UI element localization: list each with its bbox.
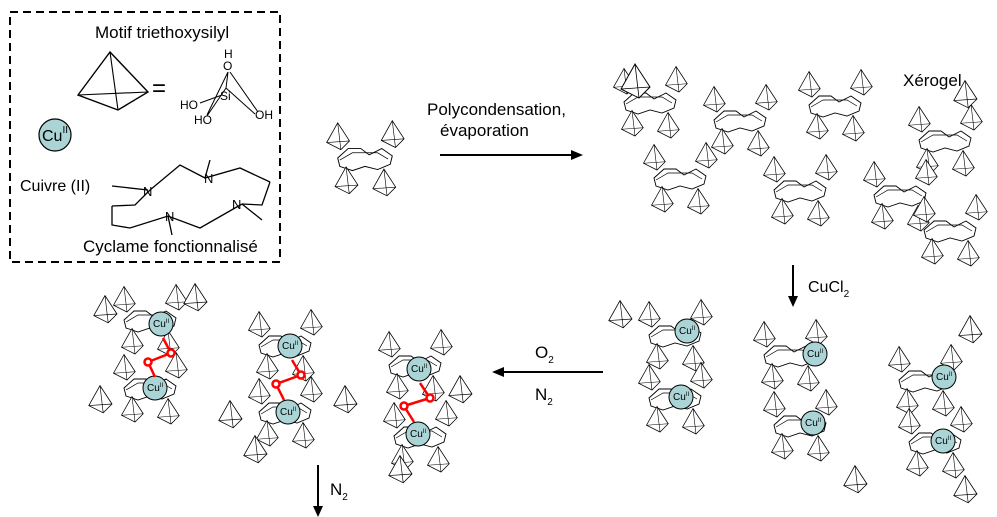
copper-center-label: CuII	[282, 341, 298, 352]
copper-center-icon	[802, 341, 828, 367]
copper-center-label: CuII	[673, 392, 689, 403]
copper-center-label: CuII	[280, 407, 296, 418]
cyclam-structure	[111, 159, 271, 236]
xerogel-network	[614, 63, 988, 266]
copper-center-label: CuII	[410, 429, 426, 440]
n-atom-4: N	[232, 197, 241, 212]
silane-oh-right: OH	[255, 108, 273, 122]
peroxo-bridges	[143, 337, 435, 423]
copper-center-icon	[405, 421, 431, 447]
silane-ho-bottom: HO	[194, 113, 212, 127]
silane-ho-left: HO	[180, 98, 198, 112]
silane-structure: H O Si HO HO OH	[180, 47, 273, 127]
copper-center-icon	[668, 384, 694, 410]
n-atom-1: N	[143, 184, 152, 199]
copper-center-icon	[277, 333, 303, 359]
copper-center-label: CuII	[153, 319, 169, 330]
arrow-o2-n2	[492, 367, 603, 377]
step1-label-line1: Polycondensation,	[427, 100, 566, 119]
copper-center-label: CuII	[147, 383, 163, 394]
step1-label-line2: évaporation	[440, 121, 529, 140]
step3-label-o2: O2	[535, 343, 554, 366]
arrow-cucl2	[788, 265, 798, 307]
copper-xerogel-network	[608, 300, 983, 504]
equals-sign: =	[152, 75, 166, 102]
copper-center-icon	[674, 318, 700, 344]
silane-h: H	[224, 47, 233, 61]
copper-center-icon	[930, 428, 956, 454]
tetrahedron-symbol	[76, 50, 150, 111]
copper-symbol: CuII	[42, 125, 68, 145]
copper-centers-group-b: CuII CuII CuII CuII CuII CuII	[668, 318, 957, 454]
copper-label: Cuivre (II)	[20, 178, 90, 195]
copper-center-label: CuII	[679, 326, 695, 337]
silane-o-top: O	[223, 59, 232, 73]
copper-center-label: CuII	[807, 349, 823, 360]
copper-center-icon	[148, 311, 174, 337]
copper-center-icon	[406, 356, 432, 382]
step4-label: N2	[330, 480, 348, 503]
silane-si: Si	[220, 89, 231, 103]
copper-center-label: CuII	[411, 364, 427, 375]
monomer-molecule	[327, 121, 404, 196]
copper-ion-icon	[38, 118, 72, 152]
arrow-polycondensation	[440, 150, 583, 160]
n-atom-3: N	[165, 209, 174, 224]
step2-label: CuCl2	[808, 279, 850, 300]
copper-center-icon	[800, 410, 826, 436]
motif-label: Motif triethoxysilyl	[95, 23, 229, 42]
legend-box: Motif triethoxysilyl = H O Si HO HO OH C…	[9, 11, 281, 263]
copper-center-icon	[275, 399, 301, 425]
xerogel-label: Xérogel	[903, 71, 962, 90]
step3-label-n2: N2	[535, 385, 553, 408]
cyclam-label: Cyclame fonctionnalisé	[83, 237, 258, 256]
arrow-n2-down	[313, 465, 323, 517]
copper-center-label: CuII	[936, 372, 952, 383]
n-atom-2: N	[204, 171, 213, 186]
copper-centers-group-c: CuII CuII CuII CuII CuII CuII	[142, 311, 432, 447]
copper-center-label: CuII	[805, 418, 821, 429]
copper-center-icon	[931, 364, 957, 390]
copper-center-label: CuII	[935, 436, 951, 447]
